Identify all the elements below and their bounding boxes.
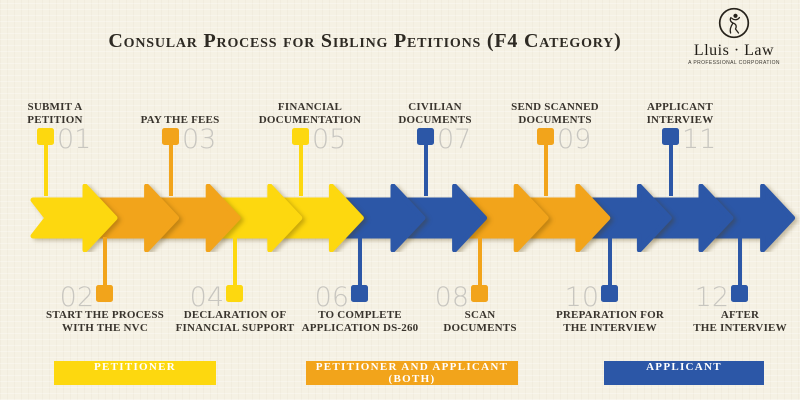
step-marker xyxy=(226,285,243,302)
step-number: 01 xyxy=(57,124,92,155)
logo-name: Lluis · Law xyxy=(693,42,775,59)
step-stem xyxy=(544,145,548,196)
step-stem xyxy=(608,237,612,286)
step-stem xyxy=(738,237,742,286)
arrow-step-01 xyxy=(30,184,118,252)
step-marker xyxy=(37,128,54,145)
step-label: APPLICANT INTERVIEW xyxy=(646,101,714,127)
step-stem xyxy=(44,145,48,196)
step-stem xyxy=(103,237,107,286)
step-stem xyxy=(424,145,428,196)
step-label: FINANCIAL DOCUMENTATION xyxy=(258,101,362,127)
step-marker xyxy=(351,285,368,302)
step-label: SCAN DOCUMENTS xyxy=(443,309,517,334)
page-title: Consular Process for Sibling Petitions (… xyxy=(108,30,622,52)
legend-petitioner-and-applicant: PETITIONER AND APPLICANT (BOTH) xyxy=(306,361,518,385)
matador-figure-icon xyxy=(718,7,750,39)
logo-tagline: A PROFESSIONAL CORPORATION xyxy=(688,60,780,66)
step-marker xyxy=(601,285,618,302)
step-label: CIVILIAN DOCUMENTS xyxy=(398,101,472,127)
step-marker xyxy=(292,128,309,145)
step-label: AFTER THE INTERVIEW xyxy=(693,309,787,334)
step-number: 07 xyxy=(437,124,472,155)
step-number: 03 xyxy=(182,124,217,155)
step-stem xyxy=(233,237,237,286)
step-label: START THE PROCESS WITH THE NVC xyxy=(46,309,164,334)
step-number: 06 xyxy=(314,282,349,313)
step-stem xyxy=(478,237,482,286)
step-stem xyxy=(299,145,303,196)
legend-petitioner: PETITIONER xyxy=(54,361,216,385)
step-stem xyxy=(169,145,173,196)
step-label: SEND SCANNED DOCUMENTS xyxy=(511,101,599,127)
step-stem xyxy=(358,237,362,286)
law-firm-logo: Lluis · Law A PROFESSIONAL CORPORATION xyxy=(682,7,786,67)
step-number: 09 xyxy=(557,124,592,155)
step-marker xyxy=(417,128,434,145)
step-label: PAY THE FEES xyxy=(140,114,220,127)
step-number: 10 xyxy=(564,282,599,313)
step-number: 05 xyxy=(312,124,347,155)
step-number: 11 xyxy=(682,124,717,155)
step-marker xyxy=(162,128,179,145)
step-label: TO COMPLETE APPLICATION DS-260 xyxy=(301,309,419,334)
process-timeline-arrows xyxy=(30,184,796,252)
step-marker xyxy=(731,285,748,302)
step-number: 08 xyxy=(434,282,469,313)
step-number: 12 xyxy=(694,282,729,313)
step-stem xyxy=(669,145,673,196)
step-marker xyxy=(471,285,488,302)
step-number: 04 xyxy=(189,282,224,313)
legend-applicant: APPLICANT xyxy=(604,361,764,385)
step-marker xyxy=(662,128,679,145)
step-label: SUBMIT A PETITION xyxy=(27,101,83,127)
step-label: DECLARATION OF FINANCIAL SUPPORT xyxy=(175,309,295,334)
step-number: 02 xyxy=(59,282,94,313)
step-marker xyxy=(537,128,554,145)
step-marker xyxy=(96,285,113,302)
step-label: PREPARATION FOR THE INTERVIEW xyxy=(555,309,664,334)
